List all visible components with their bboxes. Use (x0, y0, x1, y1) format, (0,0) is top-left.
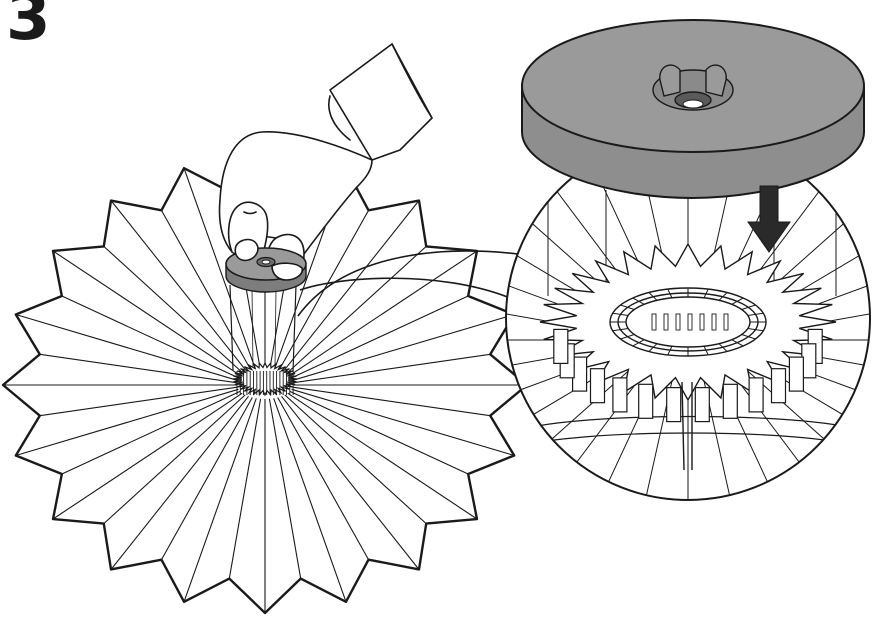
ring-fin (591, 369, 605, 403)
ring-fin (723, 384, 737, 418)
ring-fin (772, 369, 786, 403)
ring-fin (695, 388, 709, 422)
ring-back-slot (652, 314, 656, 330)
ring-back-slot (712, 314, 716, 330)
ring-fin (554, 329, 568, 363)
ring-fin (789, 357, 803, 391)
ring-fin (613, 378, 627, 412)
ring-back-slot (664, 314, 668, 330)
ring-back-slot (700, 314, 704, 330)
ring-fin (667, 388, 681, 422)
ring-fin (749, 378, 763, 412)
cap-large (522, 20, 864, 198)
ring-back-slot (676, 314, 680, 330)
ring-fin (639, 384, 653, 418)
ring-back-slot (688, 314, 692, 330)
ring-back-slot (724, 314, 728, 330)
step-number: 3 (6, 0, 51, 50)
